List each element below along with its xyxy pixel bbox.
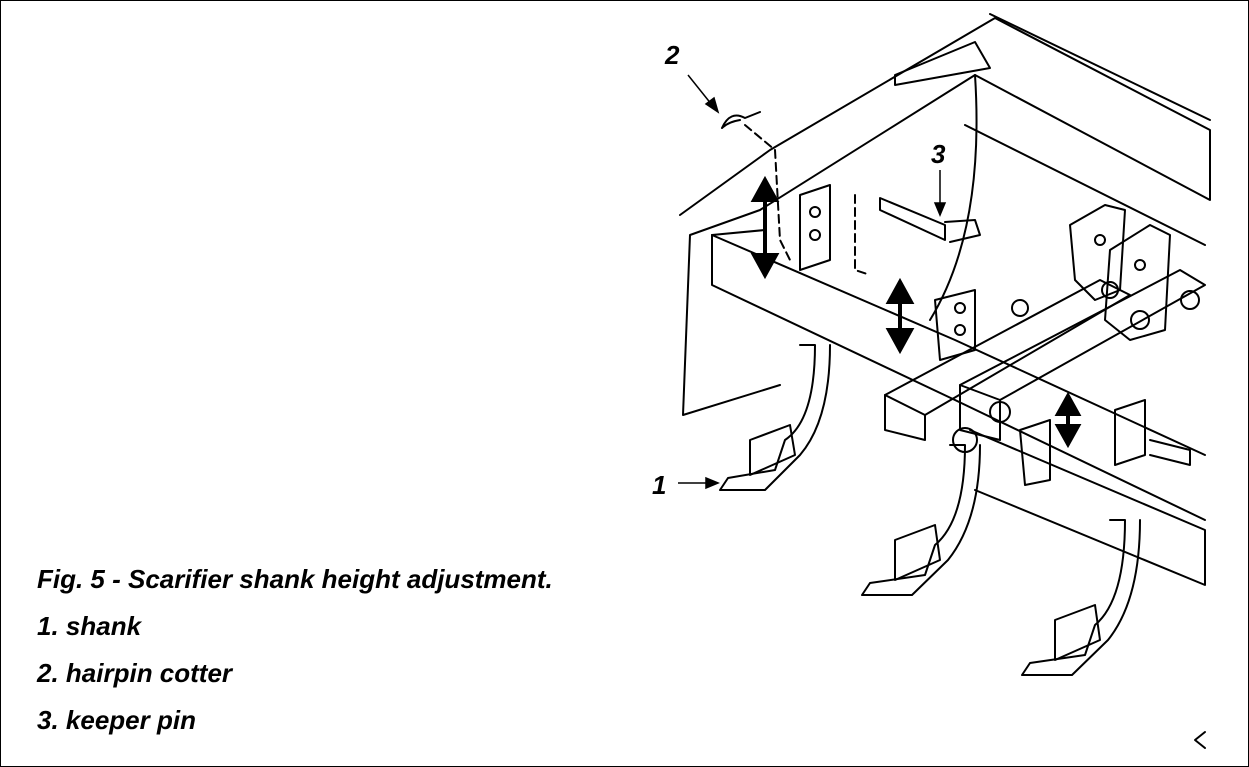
shank-1-point [749, 424, 796, 476]
figure-caption: Fig. 5 - Scarifier shank height adjustme… [37, 566, 553, 754]
rear-pin [1149, 439, 1191, 466]
back-plate-curve [929, 74, 978, 321]
leader-2-head [704, 96, 720, 114]
hairpin-cotter [721, 111, 761, 129]
center-bar-4 [959, 384, 1001, 441]
adjust-arrow-2-down [885, 328, 915, 355]
center-bar-2 [884, 394, 926, 441]
shank-2-point [894, 524, 941, 581]
bracket-hole-4 [954, 324, 966, 336]
bracket-left [799, 184, 831, 271]
bracket-hole-1 [809, 206, 821, 218]
dashed-pin-line [854, 194, 871, 276]
adjust-arrow-2-up [885, 277, 915, 304]
box-top-edge [989, 13, 1211, 121]
center-bar-1 [884, 279, 1131, 416]
adjust-arrow-1-down [750, 253, 780, 280]
frame-beam-top2 [711, 229, 766, 236]
legend-item-hairpin-cotter: 2. hairpin cotter [37, 658, 233, 688]
corner-mark [1194, 731, 1206, 749]
adjust-arrow-3-down [1054, 424, 1082, 449]
shank-1 [719, 344, 831, 491]
wing-detail [1019, 419, 1051, 486]
bracket-hole-3 [954, 302, 966, 314]
bracket-hole-2 [809, 229, 821, 241]
frame-hole [1011, 299, 1029, 317]
shank-2 [861, 444, 981, 596]
bracket-mid [934, 289, 976, 361]
shank-3 [1021, 519, 1141, 676]
callout-3: 3 [931, 139, 946, 169]
bolt-1 [989, 401, 1011, 423]
side-plate [679, 17, 1211, 416]
adjust-arrow-3-up [1054, 391, 1082, 416]
box-inner-edge [894, 41, 991, 86]
frame-beam-top [711, 234, 1206, 456]
bolt-4 [1180, 290, 1200, 310]
leader-1-head [705, 476, 720, 490]
adjust-arrow-1-up [750, 175, 780, 202]
rear-bracket [1114, 399, 1146, 466]
frame-beam-front [711, 234, 1206, 521]
center-bar-3 [959, 269, 1206, 401]
hitch-hole-2 [1134, 259, 1146, 271]
leader-3-head [933, 202, 947, 217]
hitch-arm-2 [1104, 224, 1171, 341]
legend-item-shank: 1. shank [37, 611, 142, 641]
rear-beam [969, 429, 1206, 586]
leader-2 [687, 74, 713, 106]
keeper-pin [879, 197, 946, 241]
hitch-hole-1 [1094, 234, 1106, 246]
back-plate-shade [964, 124, 1206, 246]
callout-2: 2 [665, 40, 680, 70]
shank-3-point [1054, 604, 1101, 661]
legend-item-keeper-pin: 3. keeper pin [37, 705, 196, 735]
keeper-pin-head [944, 219, 981, 243]
caption-title: Fig. 5 - Scarifier shank height adjustme… [37, 564, 553, 594]
dashed-cotter-line [744, 124, 791, 261]
bolt-5 [1101, 281, 1119, 299]
bolt-3 [1130, 310, 1150, 330]
callout-1: 1 [652, 470, 667, 500]
